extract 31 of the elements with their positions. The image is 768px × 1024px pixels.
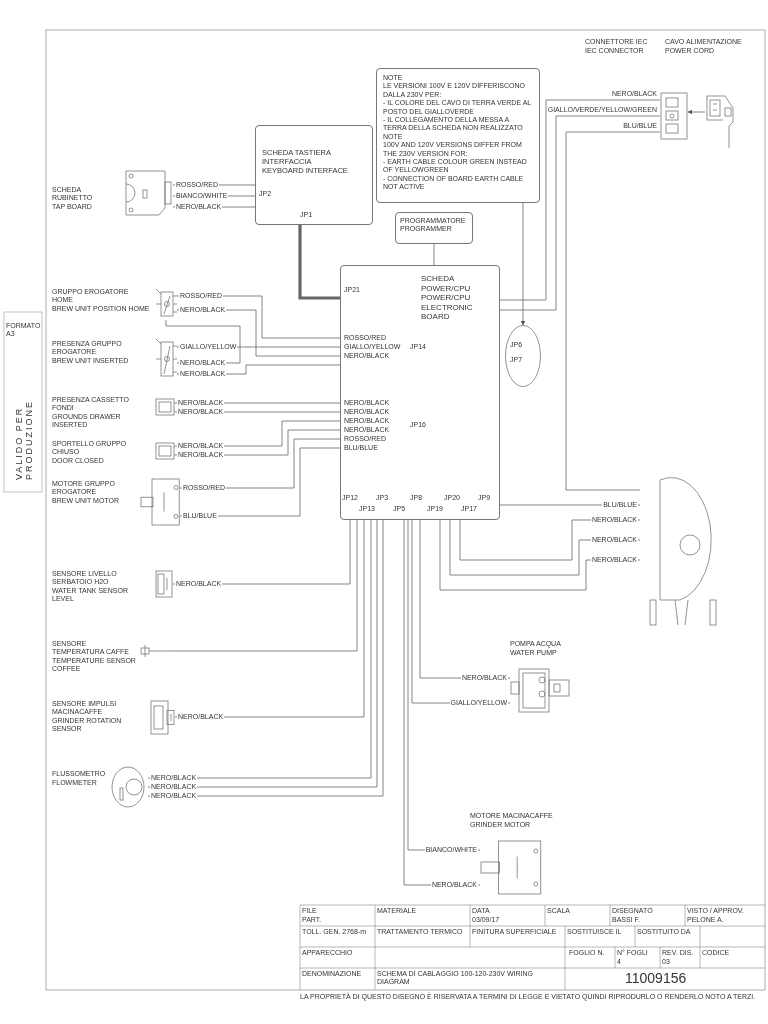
level-sensor-drawing (155, 570, 173, 598)
stamp-text: VALIDO PER PRODUZIONE (14, 399, 34, 480)
magnifier-circle (505, 325, 541, 387)
wire (169, 519, 358, 652)
switch-drawing (155, 442, 175, 460)
motor-drawing (140, 478, 180, 526)
tap-board-drawing (125, 170, 173, 216)
socket-drawing (660, 92, 688, 140)
wire (433, 243, 435, 266)
rotation-sensor-drawing (150, 700, 175, 735)
board-label: POWER/CPU ELECTRONIC BOARD (421, 293, 474, 322)
note-box (376, 68, 540, 203)
wire (565, 131, 661, 491)
plug-drawing (705, 92, 735, 150)
microswitch-drawing (155, 338, 177, 380)
microswitch-drawing (155, 288, 177, 320)
board-label: SCHEDA POWER/CPU (421, 274, 472, 294)
pump-drawing (510, 668, 570, 713)
wire (499, 504, 641, 506)
wire (176, 346, 341, 348)
temperature-probe-drawing (140, 645, 170, 657)
wire (298, 225, 340, 300)
flowmeter-drawing (110, 766, 148, 808)
circuit-board (340, 265, 500, 520)
circuit-board (255, 125, 373, 225)
programmer-box (395, 212, 473, 244)
drawing-number: 11009156 (625, 970, 687, 987)
switch-drawing (155, 398, 175, 416)
wire (174, 402, 341, 404)
motor-drawing (480, 840, 542, 895)
wire (174, 411, 341, 413)
